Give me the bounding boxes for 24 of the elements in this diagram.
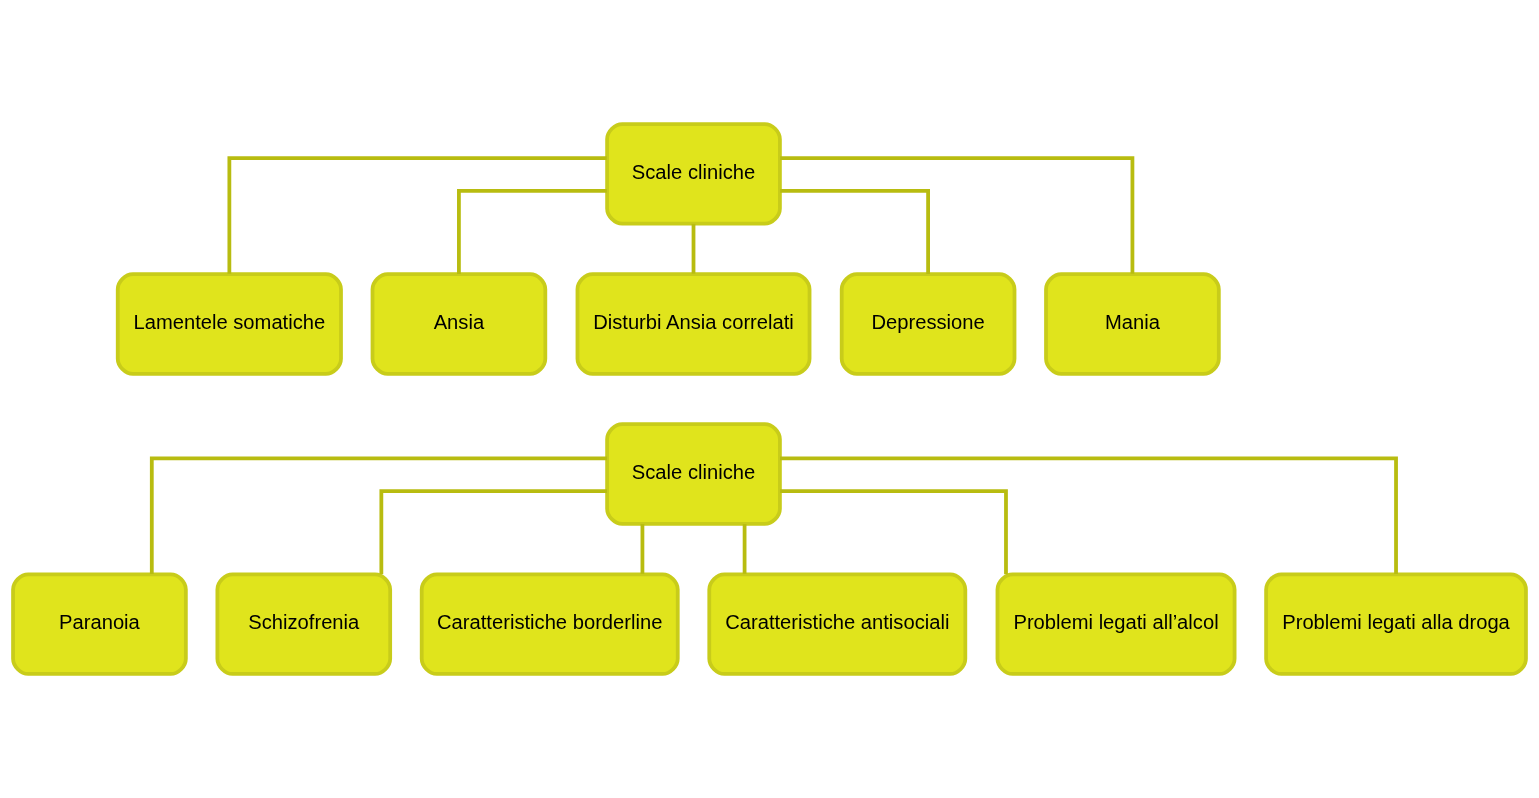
connector [457,189,607,275]
connector [691,223,696,274]
node-box: Caratteristiche antisociali [707,572,968,676]
connector [780,489,1008,575]
node-box: Mania [1044,272,1221,376]
node-box: Scale cliniche [605,122,782,226]
node-box: Paranoia [11,572,188,676]
connector [780,156,1135,274]
connector [227,156,607,274]
node-box: Scale cliniche [605,422,782,526]
node-box: Disturbi Ansia correlati [575,272,812,376]
connector [640,524,645,574]
node-box: Problemi legati alla droga [1264,572,1528,676]
connector [742,524,747,574]
node-box: Ansia [370,272,548,376]
connector [780,189,930,275]
node-box: Problemi legati all’alcol [995,572,1237,676]
connector [780,456,1398,574]
node-box: Caratteristiche borderline [419,572,680,676]
node-box: Depressione [839,272,1017,376]
connector [379,489,607,575]
node-box: Schizofrenia [215,572,393,676]
node-box: Lamentele somatiche [115,272,343,376]
connector [149,456,608,574]
